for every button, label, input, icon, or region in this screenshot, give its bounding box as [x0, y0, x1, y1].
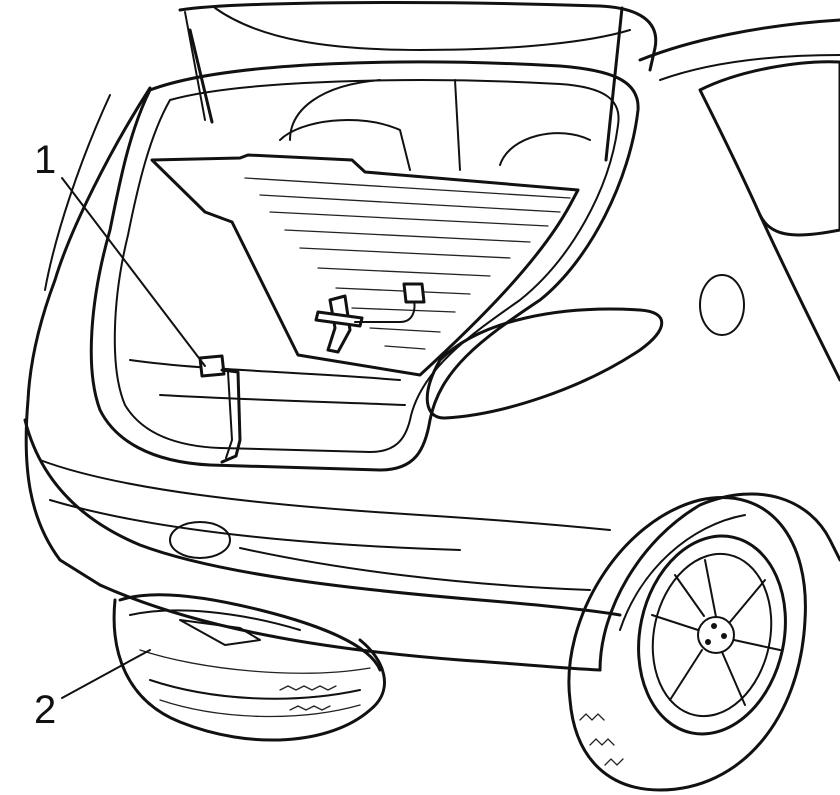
callout-leaders [61, 177, 206, 699]
leader-line-1 [61, 177, 206, 367]
callout-number-1: 1 [34, 138, 57, 182]
car-body [23, 18, 840, 672]
jack-crank [198, 354, 242, 464]
parcel-shelf [150, 153, 580, 377]
leader-line-2 [61, 649, 151, 699]
callout-number-2: 2 [34, 688, 57, 732]
tailgate-lid [178, 1, 658, 121]
rear-wheel [567, 496, 807, 792]
wheel-brace-on-shelf [314, 282, 426, 354]
trunk-opening [89, 60, 640, 472]
spare-wheel [112, 593, 386, 742]
